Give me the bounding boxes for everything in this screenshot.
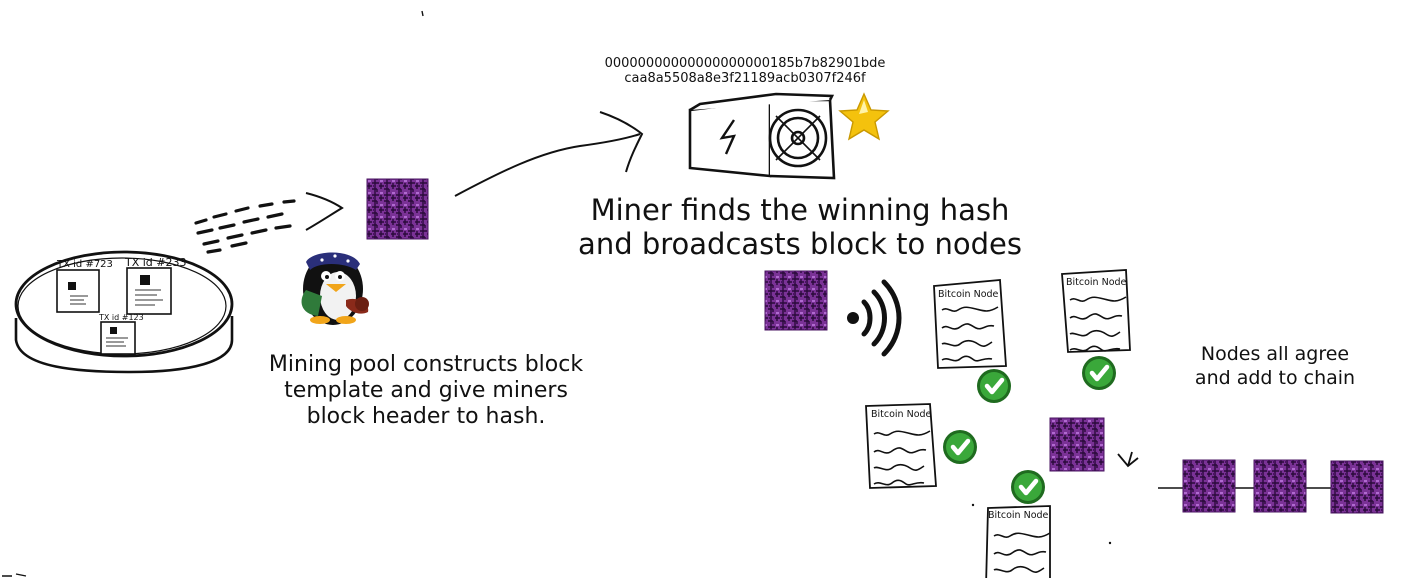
hash-line-1: 00000000000000000000185b7b82901bde [604,56,886,71]
nodes-caption: Nodes all agree and add to chain [1160,342,1390,390]
miner-caption-line: Miner finds the winning hash [590,193,1010,227]
block-template [366,178,429,240]
pool-caption-line: block header to hash. [306,404,546,429]
miner-caption-line: and broadcasts block to nodes [578,227,1022,261]
miner-caption: Miner finds the winning hash and broadca… [560,193,1040,261]
stray-dot [971,503,975,507]
node-label: Bitcoin Node [1066,277,1127,288]
star-icon [838,92,890,141]
arrow-head [599,111,644,173]
check-icon [977,369,1011,403]
document-node-icon [985,505,1051,578]
pool-caption-line: Mining pool constructs block [268,352,584,377]
penguin-miner-icon [301,252,369,325]
chain-block [1182,459,1236,513]
stray-dot [1108,541,1112,545]
stray-mark [2,573,27,577]
broadcast-signal-icon [847,279,902,357]
broadcast-block [764,270,828,331]
blockchain [1158,459,1384,514]
node-label: Bitcoin Node [871,409,932,420]
chain-block [1330,460,1384,514]
accepted-block [1049,417,1105,472]
node-label: Bitcoin Node [988,510,1049,521]
stray-mark [421,10,424,17]
nodes-caption-line: Nodes all agree [1200,343,1350,365]
check-icon [943,430,977,464]
arrow-to-chain [1117,451,1139,468]
speed-dashes [194,199,296,254]
asic-miner-icon [688,92,836,180]
node-label: Bitcoin Node [938,289,999,300]
pool-caption-line: template and give miners [284,378,568,403]
tx-card-233 [126,267,172,315]
arrow-head [305,192,344,231]
check-icon [1011,470,1045,504]
chain-block [1253,459,1307,513]
tx-card-723 [56,269,100,313]
tx-label-123: TX id #123 [99,313,144,322]
document-node-icon [865,403,937,489]
pool-caption: Mining pool constructs block template an… [226,352,626,430]
mempool-disc-icon [14,250,234,374]
tx-label-233: TX id #233 [125,256,187,269]
arrow-to-miner [454,133,641,197]
winning-hash: 00000000000000000000185b7b82901bde caa8a… [580,56,910,86]
document-node-icon [1061,269,1131,353]
hash-line-2: caa8a5508a8e3f21189acb0307f246f [624,71,866,86]
document-node-icon [933,279,1007,369]
nodes-caption-line: and add to chain [1194,367,1356,389]
tx-label-723: TX id #723 [57,259,113,270]
check-icon [1082,356,1116,390]
